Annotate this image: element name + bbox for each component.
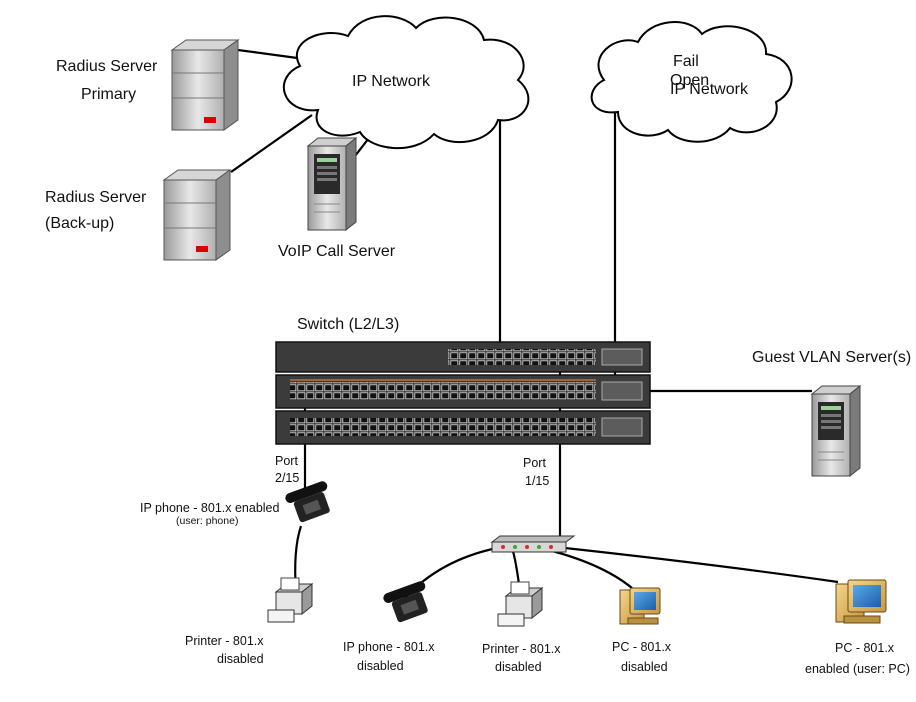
ip-network-label: IP Network	[352, 73, 430, 90]
phone-disabled-label-line2: disabled	[357, 659, 404, 673]
pc-enabled-icon	[835, 579, 887, 624]
radius-primary-label-line1: Radius Server	[56, 58, 158, 75]
port-2-15-label-line2: 2/15	[275, 471, 300, 485]
phone-disabled-label-line1: IP phone - 801.x	[343, 640, 435, 654]
printer-left-label-line2: disabled	[217, 652, 264, 666]
pc-disabled-label-line2: disabled	[621, 660, 668, 674]
radius-server-primary-icon	[170, 39, 240, 131]
printer-mid-label-line2: disabled	[495, 660, 542, 674]
phone-enabled-label-line1: IP phone - 801.x enabled	[140, 501, 280, 515]
radius-primary-label-line2: Primary	[81, 86, 137, 103]
guest-vlan-server-icon	[810, 384, 862, 478]
hub-icon	[490, 535, 576, 553]
link-hub-pc-enabled	[564, 546, 839, 584]
fail-open-cloud	[590, 21, 793, 143]
switch-stack	[275, 341, 651, 445]
voip-server-label: VoIP Call Server	[278, 243, 396, 260]
fail-open-label-line2: Open	[670, 72, 710, 89]
port-1-15-label-line1: Port	[523, 456, 546, 470]
printer-mid-label-line1: Printer - 801.x	[482, 642, 561, 656]
pc-disabled-icon	[619, 587, 661, 625]
port-1-15-label-line2: 1/15	[525, 474, 550, 488]
radius-backup-label-line2: (Back-up)	[45, 215, 115, 232]
port-2-15-label-line1: Port	[275, 454, 298, 468]
guest-vlan-label: Guest VLAN Server(s)	[752, 349, 912, 366]
switch-label: Switch (L2/L3)	[297, 316, 400, 333]
pc-enabled-label-line1: PC - 801.x	[835, 641, 895, 655]
ip-phone-disabled-icon	[383, 581, 428, 623]
radius-backup-label-line1: Radius Server	[45, 189, 147, 206]
ip-phone-enabled-icon	[285, 481, 330, 523]
link-radius-backup	[230, 114, 313, 173]
fail-open-label-line1: Fail	[673, 53, 699, 70]
printer-left-label-line1: Printer - 801.x	[185, 634, 264, 648]
voip-server-icon	[306, 136, 358, 232]
radius-server-backup-icon	[162, 169, 232, 261]
ip-network-cloud	[282, 15, 530, 149]
pc-enabled-label-line2: enabled (user: PC)	[805, 662, 910, 676]
printer-mid-icon	[497, 581, 544, 627]
pc-disabled-label-line1: PC - 801.x	[612, 640, 672, 654]
printer-left-icon	[267, 577, 314, 623]
phone-enabled-label-line2: (user: phone)	[176, 515, 239, 527]
fail-open-label-line3: IP Network	[670, 81, 748, 98]
